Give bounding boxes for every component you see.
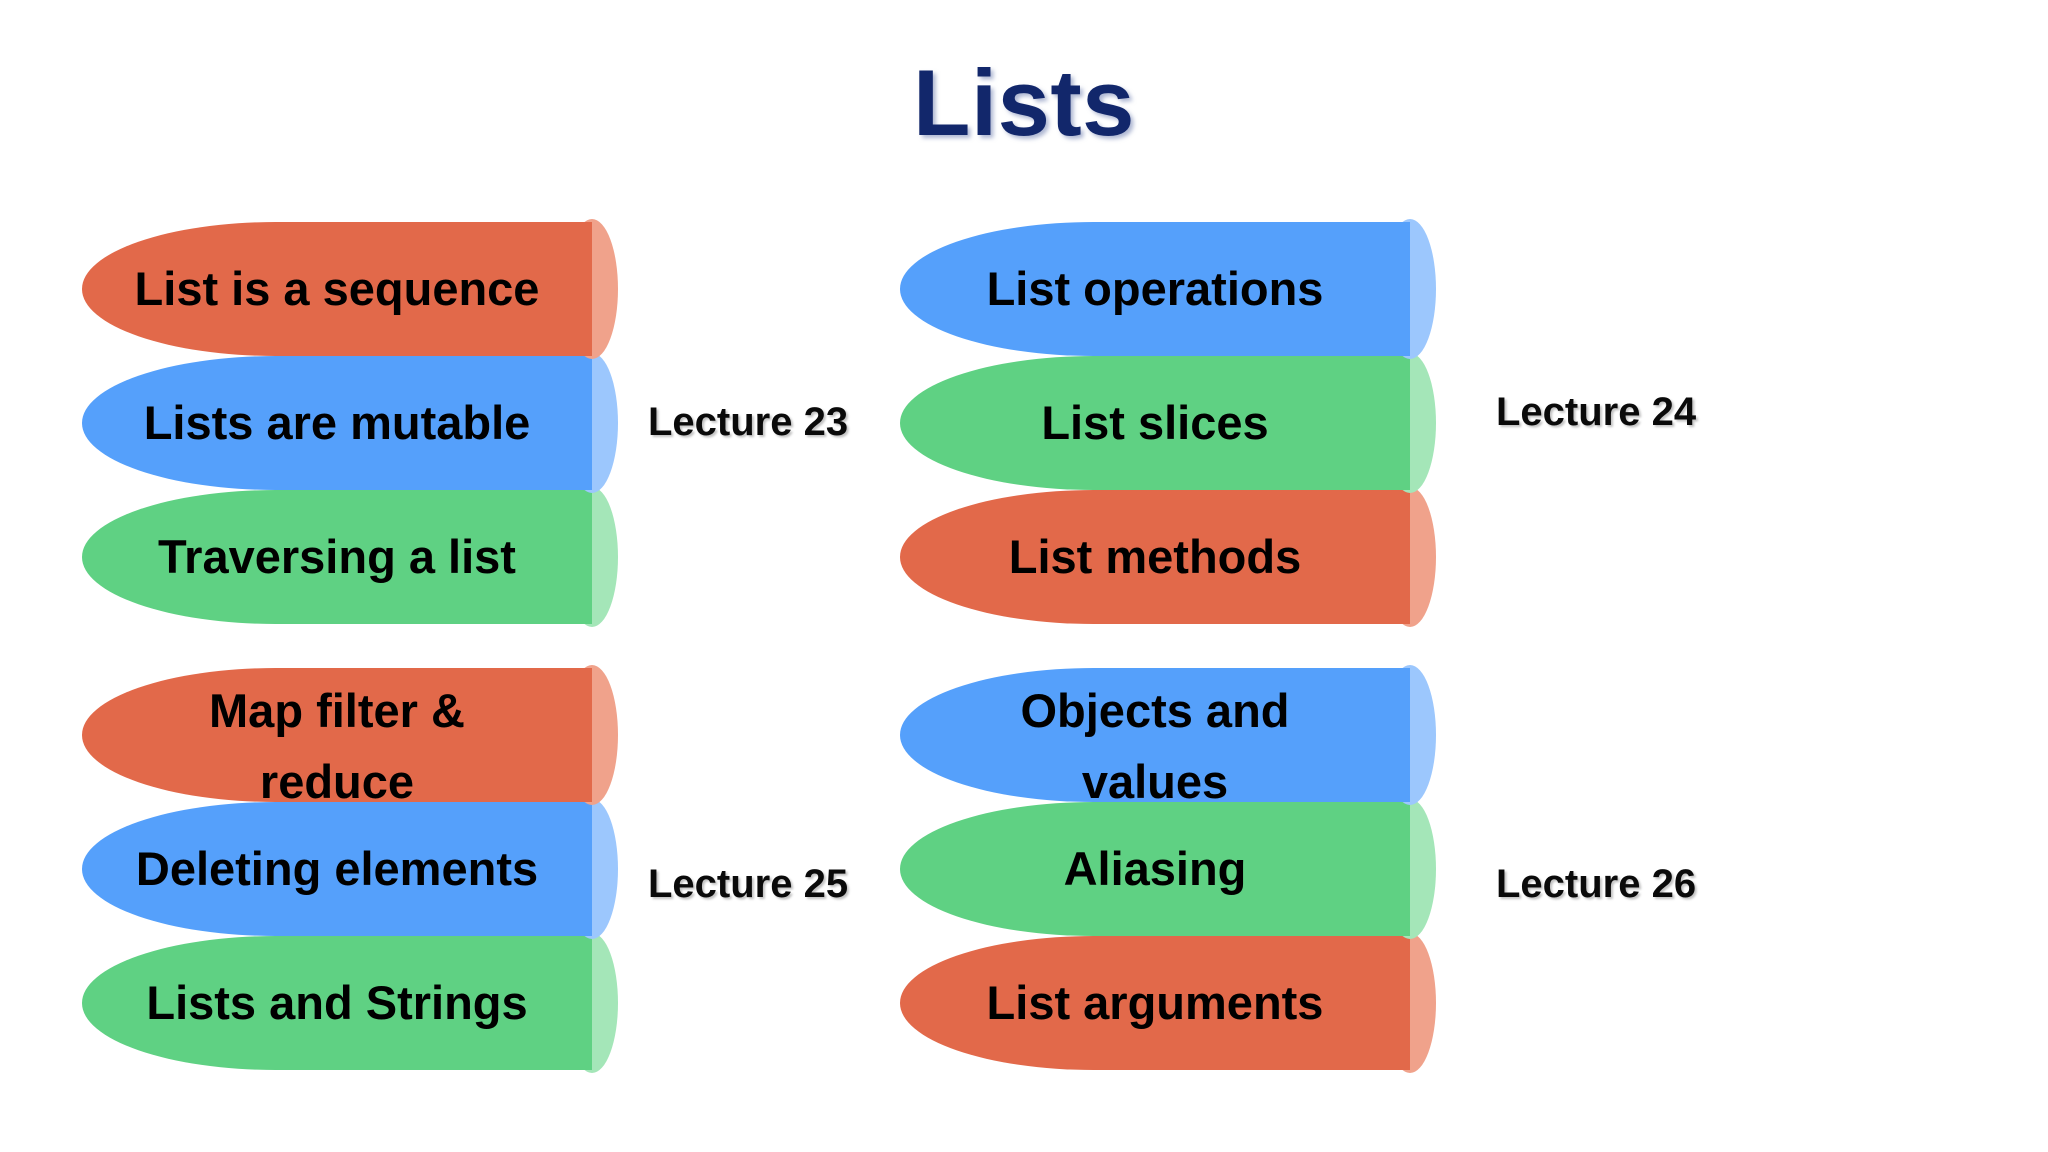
lecture-label: Lecture 23 (648, 400, 849, 444)
cylinder-item[interactable]: List operations (900, 219, 1436, 359)
cylinder-item[interactable]: List arguments (900, 933, 1436, 1073)
cylinder-body (900, 802, 1410, 936)
cylinder-body (82, 490, 592, 624)
cylinder-body (900, 356, 1410, 490)
cylinder-item[interactable]: Traversing a list (82, 487, 618, 627)
lecture-label: Lecture 24 (1496, 390, 1697, 434)
cylinder-item[interactable]: List methods (900, 487, 1436, 627)
cylinder-item[interactable]: Lists are mutable (82, 353, 618, 493)
cylinder-item[interactable]: List slices (900, 353, 1436, 493)
lecture-label: Lecture 25 (648, 862, 849, 906)
cylinder-item[interactable]: Deleting elements (82, 799, 618, 939)
cylinder-item[interactable]: Lists and Strings (82, 933, 618, 1073)
cylinder-body (82, 668, 592, 802)
page-title: Lists (913, 50, 1135, 155)
cylinder-body (900, 668, 1410, 802)
cylinder-body (82, 936, 592, 1070)
cylinder-body (900, 936, 1410, 1070)
cylinder-item[interactable]: Objects and values (900, 665, 1436, 808)
cylinder-body (900, 222, 1410, 356)
lecture-label: Lecture 26 (1496, 862, 1697, 906)
cylinder-body (82, 802, 592, 936)
cylinder-body (82, 222, 592, 356)
cylinder-item[interactable]: List is a sequence (82, 219, 618, 359)
cylinder-body (900, 490, 1410, 624)
cylinder-item[interactable]: Map filter & reduce (82, 665, 618, 808)
cylinder-body (82, 356, 592, 490)
cylinder-item[interactable]: Aliasing (900, 799, 1436, 939)
